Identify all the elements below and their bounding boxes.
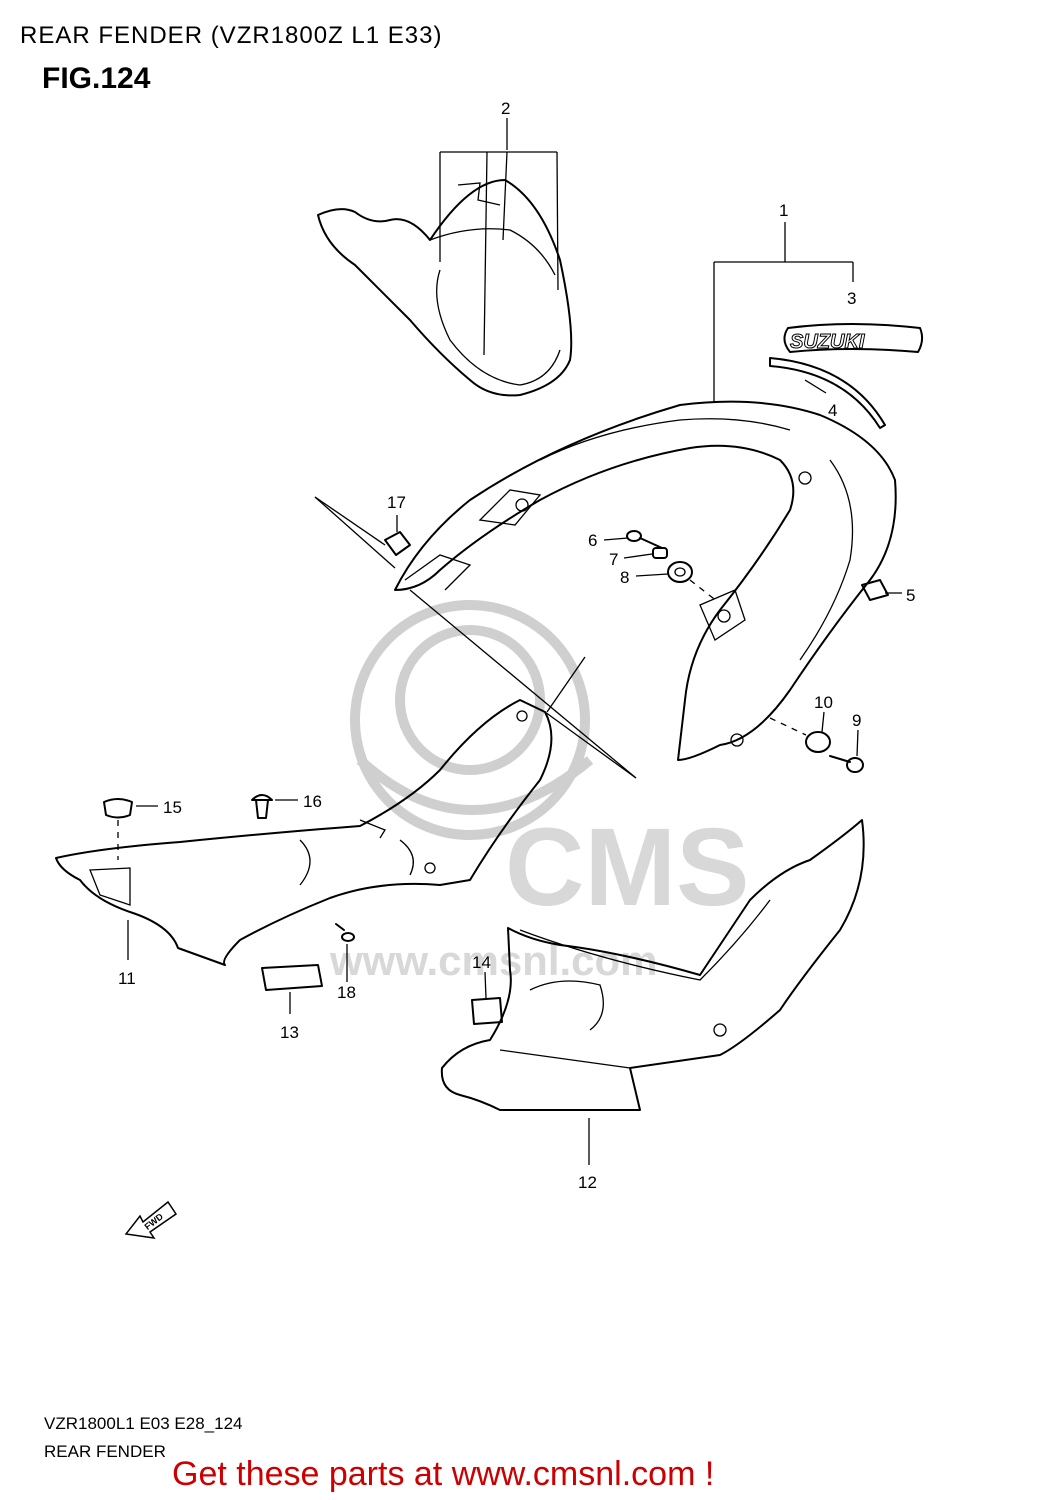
callout-3: 3 <box>847 289 856 308</box>
callout-16: 16 <box>303 792 322 811</box>
callout-1: 1 <box>779 201 788 220</box>
emblem-text: SUZUKI <box>790 331 865 353</box>
grommet-part-15 <box>103 798 133 819</box>
reflector-part-13 <box>261 964 323 991</box>
bolt-and-grommet-parts <box>769 711 864 773</box>
frame-cover-left-part <box>55 699 553 966</box>
watermark: CMS www.cmsnl.com <box>329 600 749 984</box>
cushion-part <box>314 496 411 569</box>
callout-line-part-4 <box>804 379 827 394</box>
callout-lines-part-2 <box>439 118 559 356</box>
callout-7: 7 <box>609 550 618 569</box>
reflector-part-14 <box>471 997 503 1025</box>
callout-12: 12 <box>578 1173 597 1192</box>
leader-line <box>409 589 637 779</box>
trim-strip-part <box>769 357 886 429</box>
callout-2: 2 <box>501 99 510 118</box>
callout-17: 17 <box>387 493 406 512</box>
callout-14: 14 <box>472 953 491 972</box>
forward-direction-arrow: FWD <box>124 1200 178 1239</box>
callout-5: 5 <box>906 586 915 605</box>
seat-tail-cowl-part <box>394 400 897 761</box>
watermark-logo-text: CMS <box>505 806 749 929</box>
callout-18: 18 <box>337 983 356 1002</box>
leader-line <box>544 711 637 779</box>
leader-line <box>546 656 586 713</box>
callout-13: 13 <box>280 1023 299 1042</box>
watermark-url-text: www.cmsnl.com <box>329 937 658 984</box>
callout-15: 15 <box>163 798 182 817</box>
callout-lines-part-1 <box>713 222 854 402</box>
push-rivet-part-16 <box>251 794 298 819</box>
screw-part-18 <box>335 923 355 982</box>
diagram-title: REAR FENDER (VZR1800Z L1 E33) <box>20 22 443 49</box>
callout-labels: 1 2 3 4 5 6 7 8 9 10 11 12 13 14 15 16 1… <box>118 99 915 1192</box>
suzuki-emblem-part: SUZUKI <box>783 323 924 354</box>
clip-nut-part <box>861 579 889 601</box>
callout-6: 6 <box>588 531 597 550</box>
rear-fender-cover-part <box>317 179 573 397</box>
diagram-code: VZR1800L1 E03 E28_124 <box>44 1414 243 1433</box>
callout-8: 8 <box>620 568 629 587</box>
figure-number: FIG.124 <box>42 62 151 95</box>
callout-4: 4 <box>828 401 837 420</box>
callout-10: 10 <box>814 693 833 712</box>
fastener-set-parts <box>603 530 719 603</box>
promo-banner: Get these parts at www.cmsnl.com ! <box>172 1455 715 1493</box>
frame-cover-right-part <box>440 819 865 1165</box>
diagram-name: REAR FENDER <box>44 1442 166 1461</box>
callout-9: 9 <box>852 711 861 730</box>
callout-11: 11 <box>118 969 136 988</box>
